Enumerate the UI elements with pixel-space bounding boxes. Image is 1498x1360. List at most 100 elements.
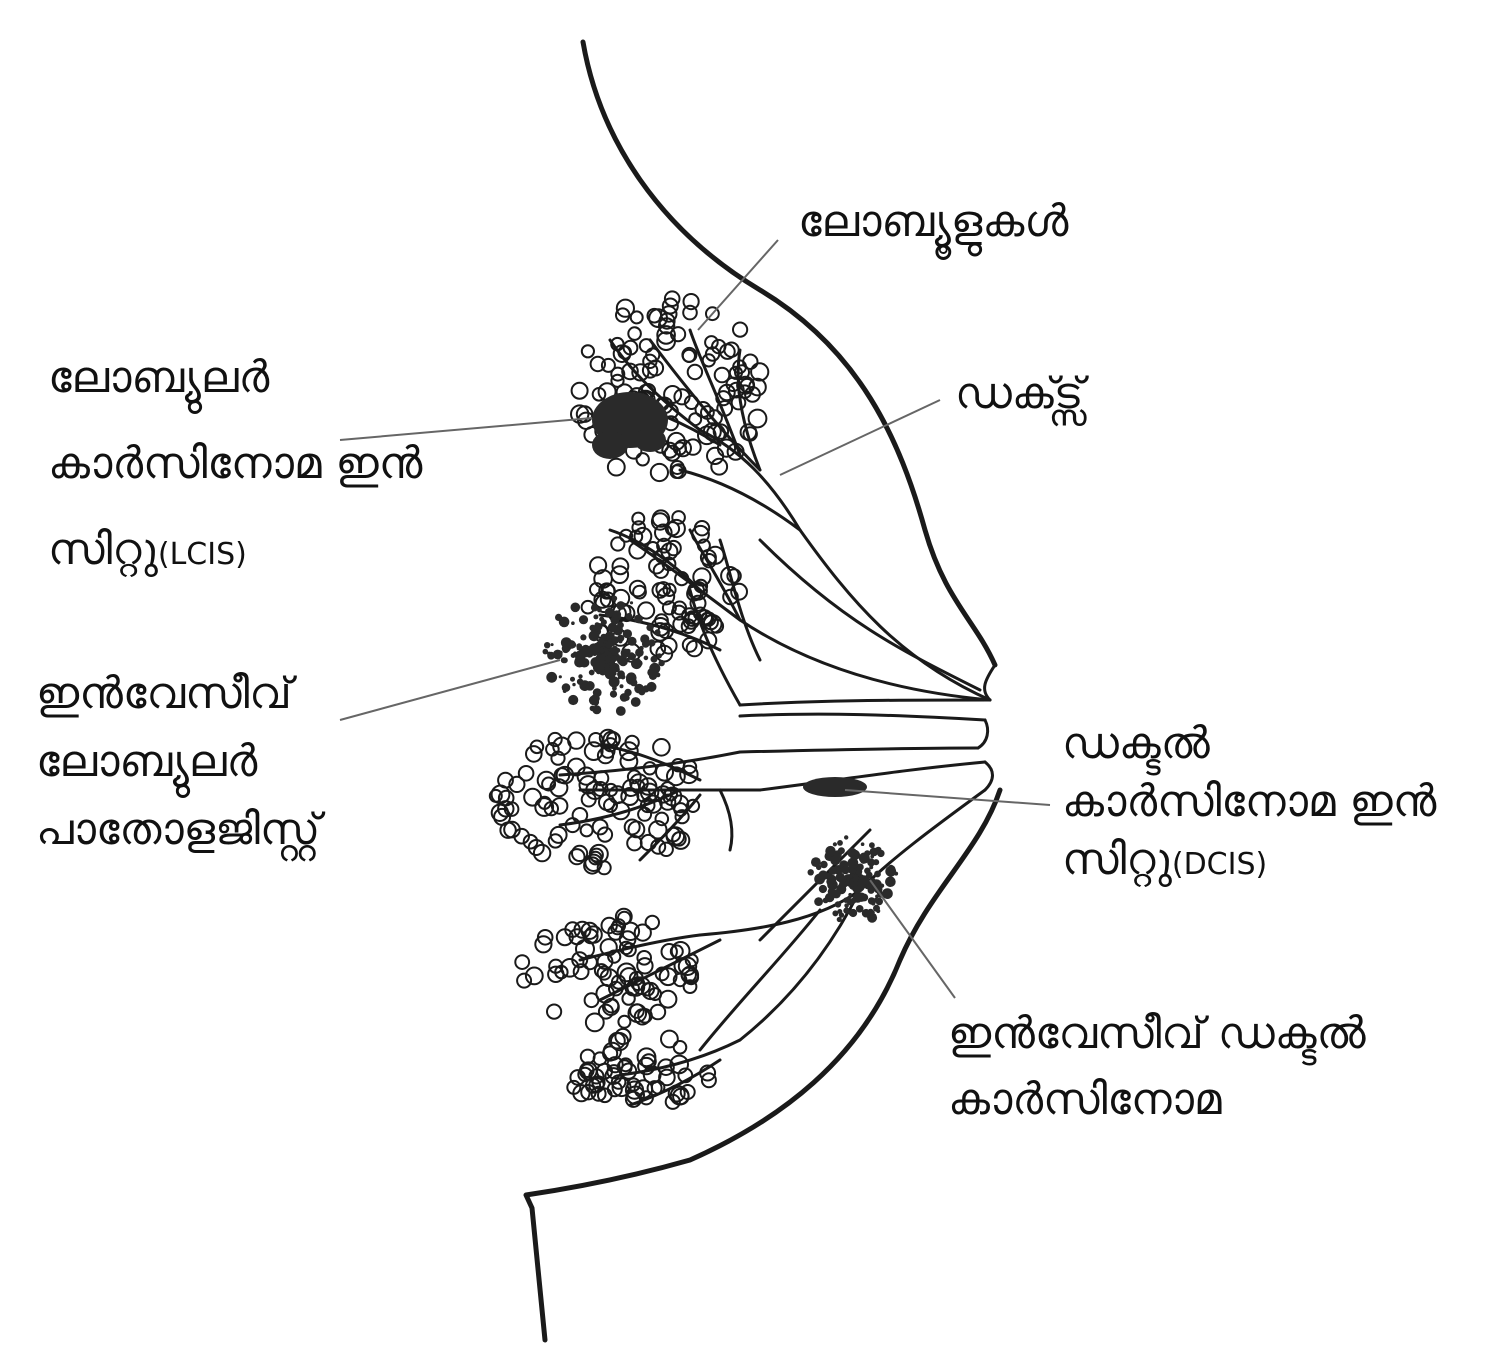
acinus-0 [727,381,745,399]
acinus-0 [697,425,717,446]
ilc-mass-speck [595,623,603,631]
label-dcis-line3: സിറ്റു(DCIS) [1062,834,1436,891]
acinus-2 [532,843,552,863]
ilc-mass-speck [588,695,599,706]
acinus-4 [646,1080,663,1097]
idc-mass-speck [874,870,881,878]
acinus-0 [641,362,659,379]
acinus-1 [661,600,677,616]
idc-mass-speck [869,847,879,857]
acinus-1 [671,604,687,621]
idc-mass-speck [833,883,837,887]
ilc-mass-speck [562,646,570,654]
acinus-4 [590,1085,607,1102]
ilc-mass-speck [645,640,649,645]
leader-dcis [844,789,1051,806]
acinus-3 [629,1003,645,1019]
acinus-1 [611,557,630,576]
acinus-0 [622,339,639,356]
idc-mass-speck [831,889,841,899]
ilc-mass-speck [568,694,579,706]
acinus-2 [571,807,589,824]
acinus-4 [569,1069,587,1086]
idc-mass-speck [856,892,867,902]
acinus-0 [706,409,723,426]
acinus-2 [583,856,602,875]
label-dcis: ഡക്ടൽ കാർസിനോമ ഇൻ സിറ്റു(DCIS) [1062,718,1436,891]
label-dcis-name: സിറ്റു [1062,834,1172,885]
acinus-0 [686,363,704,381]
acinus-4 [636,1047,657,1068]
label-lobules: ലോബ്യൂളുകൾ [798,196,1069,247]
acinus-4 [566,1079,582,1095]
acinus-2 [629,773,649,793]
acinus-2 [653,785,673,804]
invasive-lobular-mass [542,595,665,716]
acinus-2 [508,775,526,794]
leader-lobules [697,239,779,331]
acinus-3 [621,942,637,958]
acinus-2 [555,765,575,785]
acinus-1 [689,594,707,612]
acinus-4 [618,1057,633,1073]
acinus-3 [636,957,654,975]
label-lcis-name: സിറ്റു [48,524,158,575]
idc-mass-speck [882,888,893,899]
acinus-0 [635,452,650,467]
ilc-mass-speck [650,655,658,663]
ilc-mass-speck [576,678,584,685]
idc-mass-speck [847,857,859,869]
invasive-ductal-mass [807,835,899,923]
acinus-2 [670,758,686,773]
acinus-1 [665,539,682,557]
acinus-4 [604,1067,623,1085]
acinus-0 [688,412,703,427]
acinus-0 [716,400,734,417]
acinus-0 [747,408,768,429]
acinus-3 [524,966,544,986]
acinus-0 [656,331,676,352]
acinus-0 [730,394,747,411]
acinus-4 [700,1072,717,1089]
ilc-mass-speck [655,672,661,678]
acinus-1 [652,562,670,579]
acinus-2 [579,823,594,838]
label-lcis-abbr: (LCIS) [157,537,247,572]
ilc-mass-speck [576,643,583,650]
acinus-3 [624,981,641,997]
acinus-0 [742,426,758,442]
acinus-2 [525,745,543,763]
acinus-1 [671,510,686,525]
ilc-mass-speck [592,705,602,715]
acinus-0 [658,312,676,330]
label-lcis-line1: ലോബ്യുലർ [48,352,270,403]
idc-mass-speck [825,845,836,857]
acinus-3 [618,940,634,956]
acinus-0 [710,457,729,476]
idc-mass-speck [879,883,885,888]
acinus-4 [633,1079,654,1099]
ilc-mass-speck [622,652,628,659]
acinus-2 [517,765,535,782]
label-idc-line1: ഇൻവേസീവ് ഡക്ടൽ [948,1008,1366,1059]
ilc-mass-speck [624,688,632,697]
acinus-2 [663,787,679,802]
acinus-1 [632,584,647,600]
acinus-3 [644,914,660,931]
acinus-2 [652,738,671,757]
idc-mass-speck [835,872,845,883]
acinus-0 [663,385,683,404]
acinus-2 [549,778,569,798]
ilc-mass-speck [627,652,636,661]
idc-mass-speck [869,842,875,849]
acinus-0 [663,290,681,308]
idc-mass-speck [814,897,823,906]
acinus-2 [541,776,557,792]
ilc-mass-speck [544,642,551,649]
dcis-mass [803,777,867,797]
acinus-0 [706,446,725,465]
acinus-0 [670,463,687,480]
ilc-mass-speck [589,624,596,632]
acinus-1 [699,631,718,650]
